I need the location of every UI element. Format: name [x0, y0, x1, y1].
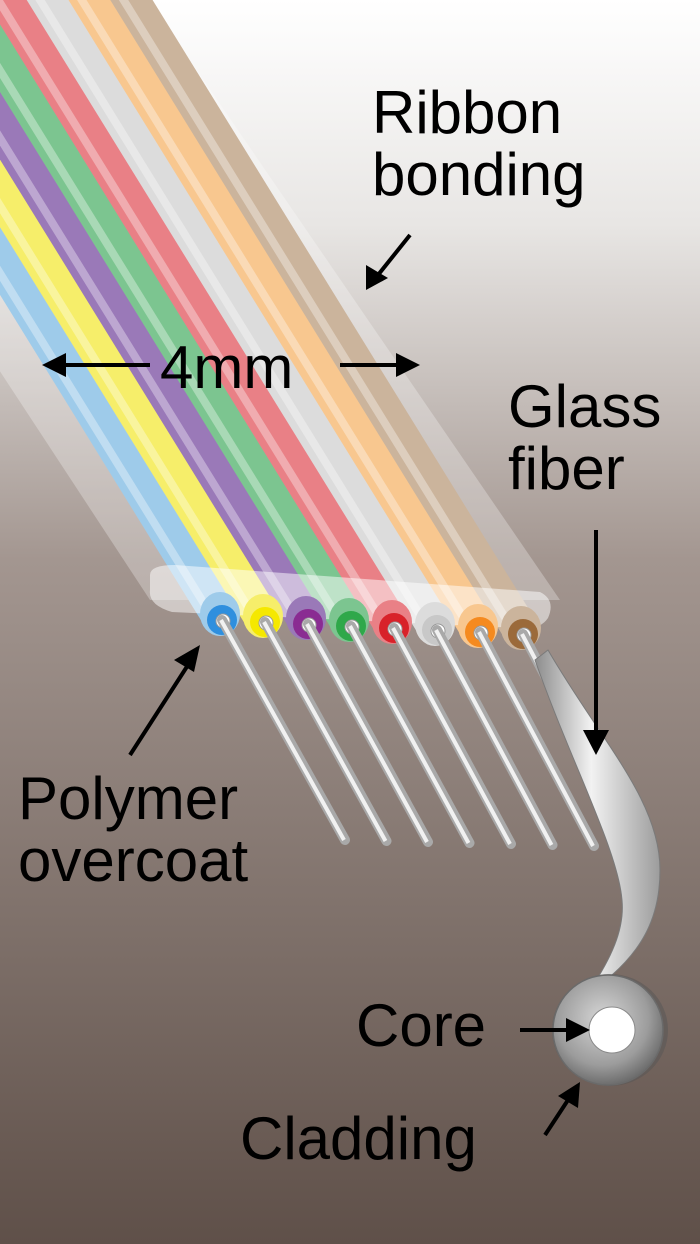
width-label: 4mm	[160, 334, 294, 401]
width-arrow-left-head	[42, 353, 66, 377]
fiber-red-highlight	[0, 0, 392, 634]
fiber-blue-highlight	[0, 265, 220, 626]
polymer-overcoat-label-line1: Polymer	[18, 765, 239, 832]
fiber-brown-coating	[110, 0, 539, 644]
glass-strand-yellow-shine	[262, 621, 388, 842]
fiber-white-highlight	[35, 0, 435, 636]
fiber-green-end	[329, 598, 369, 642]
polymer-overcoat-label-line2: overcoat	[18, 827, 249, 894]
glass-fiber-label-line2: fiber	[508, 435, 625, 502]
annotation-arrows	[42, 233, 609, 1137]
glass-strand-orange-shine	[477, 631, 595, 847]
fiber-yellow-end	[243, 594, 283, 638]
fiber-cross-section	[552, 974, 668, 1086]
fiber-white-coating	[26, 0, 453, 640]
polymer-arrow-shaft	[128, 663, 190, 757]
cladding-arrow-shaft	[543, 1098, 570, 1137]
fiber-blue-end	[200, 592, 240, 636]
fiber-brown-highlight	[118, 0, 521, 640]
core-arrowhead	[566, 1018, 590, 1042]
ribbon-bonding-label: Ribbon bonding	[372, 82, 586, 206]
glass-fiber-label: Glass fiber	[508, 376, 661, 500]
fiber-orange-end	[458, 604, 498, 648]
core-circle	[588, 1006, 636, 1054]
cladding-arrowhead	[558, 1082, 580, 1108]
fiber-white-end	[415, 602, 455, 646]
glass-arrowhead	[583, 730, 609, 755]
fiber-blue-coating	[0, 226, 238, 630]
fiber-red-coating	[0, 0, 410, 638]
glass-strand-red-shine	[391, 627, 512, 845]
glass-strand-blue-shine	[219, 619, 346, 841]
fiber-orange-coating	[68, 0, 496, 642]
glass-strand-green-shine	[348, 625, 471, 844]
fiber-purple-end	[286, 596, 326, 640]
ribbon-arrowhead	[366, 265, 388, 290]
fiber-red-end	[372, 600, 412, 644]
fiber-purple-coating	[0, 91, 324, 634]
glass-fiber-label-line1: Glass	[508, 373, 662, 440]
fiber-green-highlight	[0, 62, 349, 632]
polymer-arrowhead	[174, 645, 200, 672]
fiber-yellow-highlight	[0, 198, 263, 628]
fiber-orange-highlight	[77, 0, 478, 638]
fiber-group	[0, 0, 539, 644]
glass-strand-white-shine	[434, 629, 554, 846]
width-arrow-right-head	[396, 353, 420, 377]
fiber-yellow-coating	[0, 158, 281, 632]
ribbon-bonding-label-line2: bonding	[372, 141, 586, 208]
cladding-label: Cladding	[240, 1105, 477, 1172]
core-label: Core	[356, 992, 487, 1059]
polymer-overcoat-label: Polymer overcoat	[18, 768, 248, 892]
fiber-brown-end	[501, 606, 541, 650]
ribbon-arrow-shaft	[376, 233, 412, 277]
fiber-green-coating	[0, 23, 367, 636]
glass-strand-purple-shine	[305, 623, 429, 843]
fiber-purple-highlight	[0, 130, 306, 630]
ribbon-bonding-label-line1: Ribbon	[372, 79, 563, 146]
